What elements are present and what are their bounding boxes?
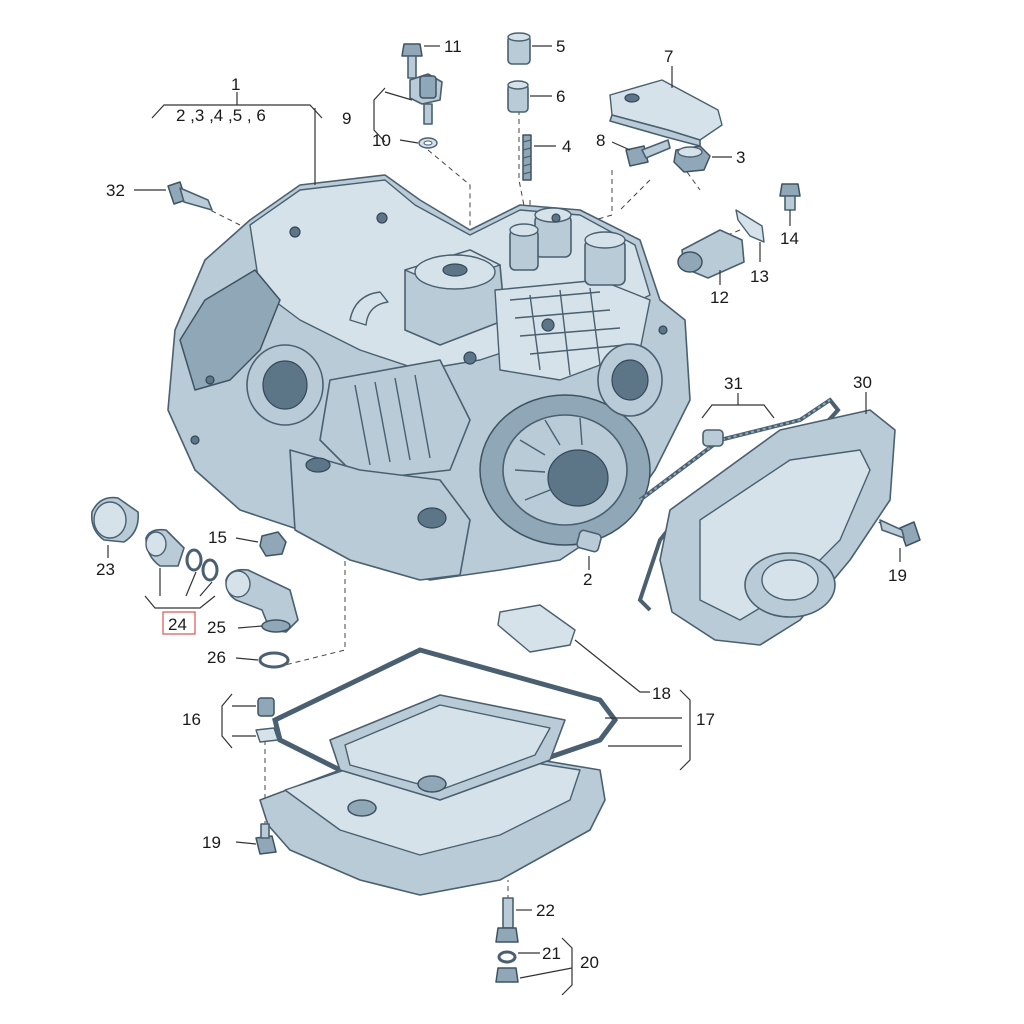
sensor-assembly bbox=[401, 43, 443, 149]
label-16: 16 bbox=[182, 710, 201, 729]
label-1: 1 bbox=[231, 75, 240, 94]
bolt-32 bbox=[167, 181, 213, 211]
label-2: 2 bbox=[583, 570, 592, 589]
label-18: 18 bbox=[652, 684, 671, 703]
label-3: 3 bbox=[736, 148, 745, 167]
transmission-housing bbox=[167, 174, 691, 581]
label-19-bottom: 19 bbox=[202, 833, 221, 852]
label-22: 22 bbox=[536, 901, 555, 920]
label-2-3-4-5-6: 2 ,3 ,4 ,5 , 6 bbox=[176, 106, 266, 125]
callout-labels: 1 2 ,3 ,4 ,5 , 6 11 5 7 6 9 10 8 4 3 32 … bbox=[96, 37, 907, 972]
leader-lines bbox=[107, 45, 901, 996]
label-15: 15 bbox=[208, 528, 227, 547]
label-5: 5 bbox=[556, 37, 565, 56]
highlight-box-24 bbox=[162, 611, 196, 635]
label-17: 17 bbox=[696, 710, 715, 729]
label-13: 13 bbox=[750, 267, 769, 286]
label-10: 10 bbox=[372, 131, 391, 150]
filter-and-seals-23-26 bbox=[90, 496, 602, 669]
label-23: 23 bbox=[96, 560, 115, 579]
oil-pan-17 bbox=[255, 604, 619, 983]
label-30: 30 bbox=[853, 373, 872, 392]
label-19-right: 19 bbox=[888, 566, 907, 585]
label-20: 20 bbox=[580, 953, 599, 972]
label-26: 26 bbox=[207, 648, 226, 667]
label-24: 24 bbox=[168, 615, 187, 634]
label-14: 14 bbox=[780, 229, 799, 248]
label-12: 12 bbox=[710, 288, 729, 307]
label-21: 21 bbox=[542, 944, 561, 963]
label-9: 9 bbox=[342, 109, 351, 128]
pins-5-6-4 bbox=[507, 32, 532, 181]
label-4: 4 bbox=[562, 137, 571, 156]
side-cover-30 bbox=[637, 397, 921, 646]
label-32: 32 bbox=[106, 181, 125, 200]
label-8: 8 bbox=[596, 131, 605, 150]
label-11: 11 bbox=[444, 37, 462, 56]
label-7: 7 bbox=[664, 47, 673, 66]
label-6: 6 bbox=[556, 87, 565, 106]
switch-12-clip-13-bolt-14 bbox=[677, 183, 801, 279]
label-31: 31 bbox=[724, 374, 743, 393]
bracket-7-bolt-8-nut-3 bbox=[609, 79, 723, 173]
label-25: 25 bbox=[207, 618, 226, 637]
